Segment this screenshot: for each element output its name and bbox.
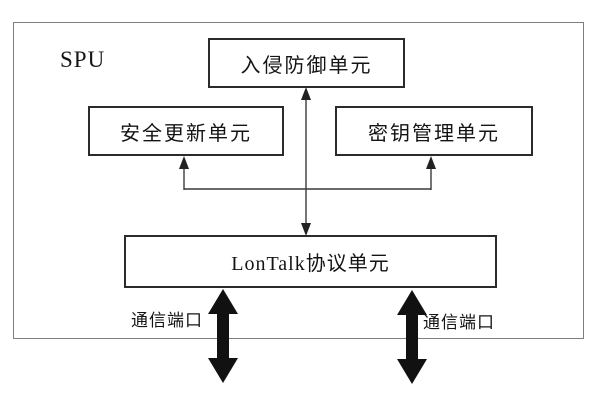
- arrow-intrusion-lontalk-icon: [301, 87, 311, 236]
- arrow-branch-key-icon: [426, 156, 436, 190]
- spu-title-label: SPU: [60, 47, 106, 72]
- node-intrusion-prevention-unit: 入侵防御单元: [208, 38, 405, 88]
- comm-port-label-right: 通信端口: [423, 313, 495, 332]
- comm-port-label-left: 通信端口: [131, 311, 203, 330]
- node-lontalk-protocol-unit: LonTalk协议单元: [124, 235, 497, 288]
- comm-port-arrow-left-icon: [208, 289, 238, 383]
- node-key-management-unit: 密钥管理单元: [335, 106, 533, 156]
- node-security-update-unit: 安全更新单元: [88, 106, 284, 156]
- arrow-branch-update-icon: [179, 156, 431, 190]
- comm-port-arrow-right-icon: [397, 290, 427, 384]
